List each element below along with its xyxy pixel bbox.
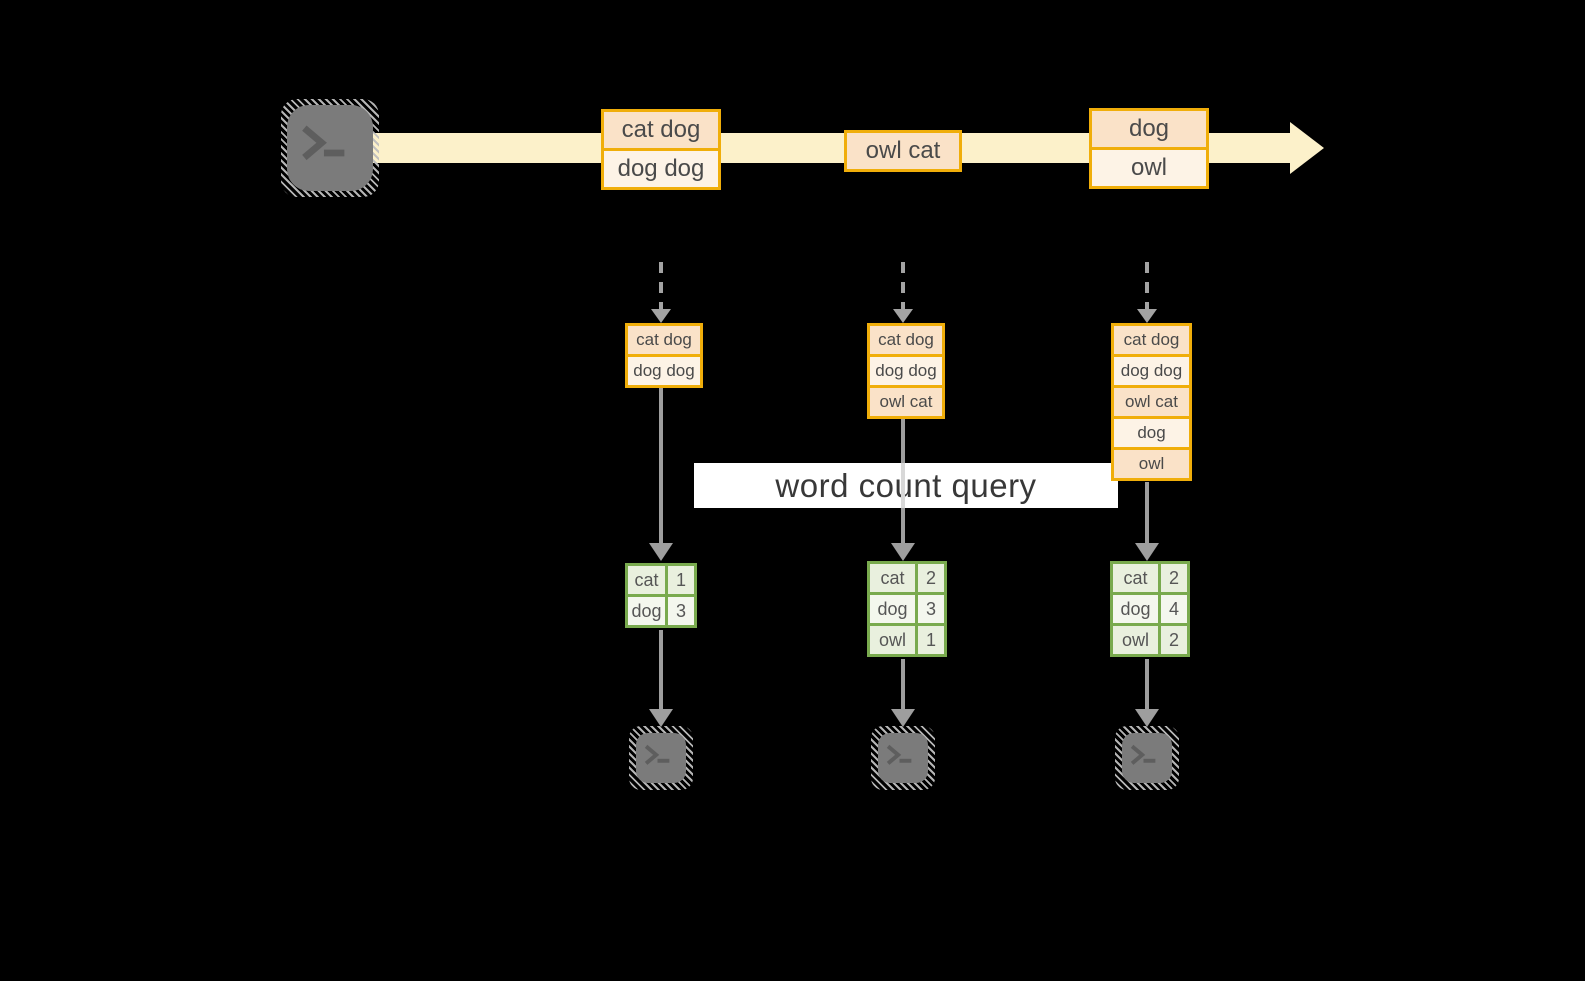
shell-prompt-icon	[644, 744, 670, 765]
dashed-arrow-consumer-2	[901, 262, 905, 309]
query-arrow-3	[1145, 482, 1149, 543]
buffer-row: dog dog	[870, 357, 942, 385]
query-arrow-2	[901, 419, 905, 463]
output-arrow-1	[659, 630, 663, 709]
terminal-screen	[287, 105, 373, 191]
count-word: cat	[870, 564, 915, 592]
count-value: 3	[668, 597, 694, 625]
count-value: 2	[1161, 564, 1187, 592]
count-value: 2	[1161, 626, 1187, 654]
count-value: 1	[668, 566, 694, 594]
consumer-1-buffer: cat dog dog dog	[625, 323, 703, 388]
query-arrow-2-over-label	[901, 463, 905, 508]
count-word: owl	[1113, 626, 1158, 654]
count-value: 4	[1161, 595, 1187, 623]
arrowhead-icon	[1135, 709, 1159, 727]
count-table-1: cat 1 dog 3	[625, 563, 697, 628]
consumer-terminal-icon-3	[1115, 726, 1179, 790]
message-row: dog dog	[604, 151, 718, 187]
dashed-arrowhead-icon	[893, 309, 913, 323]
stream-message-1: cat dog dog dog	[601, 109, 721, 190]
dashed-arrowhead-icon	[1137, 309, 1157, 323]
query-arrow-1	[659, 386, 663, 543]
message-row: cat dog	[604, 112, 718, 148]
query-arrow-2	[901, 508, 905, 543]
arrowhead-icon	[649, 543, 673, 561]
buffer-row: owl cat	[870, 388, 942, 416]
count-word: cat	[628, 566, 665, 594]
stream-message-2: owl cat	[844, 130, 962, 172]
message-row: dog	[1092, 111, 1206, 147]
query-label-box: word count query	[694, 463, 1118, 508]
query-label: word count query	[775, 466, 1037, 504]
buffer-row: cat dog	[870, 326, 942, 354]
count-value: 3	[918, 595, 944, 623]
consumer-terminal-icon-2	[871, 726, 935, 790]
buffer-row: dog	[1114, 419, 1189, 447]
buffer-row: owl	[1114, 450, 1189, 478]
consumer-3-buffer: cat dog dog dog owl cat dog owl	[1111, 323, 1192, 481]
buffer-row: dog dog	[1114, 357, 1189, 385]
count-word: owl	[870, 626, 915, 654]
consumer-terminal-icon-1	[629, 726, 693, 790]
consumer-2-buffer: cat dog dog dog owl cat	[867, 323, 945, 419]
arrowhead-icon	[891, 709, 915, 727]
count-table-2: cat 2 dog 3 owl 1	[867, 561, 947, 657]
count-word: cat	[1113, 564, 1158, 592]
buffer-row: owl cat	[1114, 388, 1189, 416]
buffer-row: dog dog	[628, 357, 700, 385]
output-arrow-2	[901, 659, 905, 709]
count-word: dog	[870, 595, 915, 623]
count-table-3: cat 2 dog 4 owl 2	[1110, 561, 1190, 657]
count-value: 1	[918, 626, 944, 654]
buffer-row: cat dog	[1114, 326, 1189, 354]
count-word: dog	[1113, 595, 1158, 623]
message-row: owl cat	[847, 133, 959, 169]
message-row: owl	[1092, 150, 1206, 186]
producer-terminal-icon	[281, 99, 379, 197]
arrowhead-icon	[1135, 543, 1159, 561]
buffer-row: cat dog	[628, 326, 700, 354]
shell-prompt-icon	[302, 125, 345, 160]
dashed-arrow-consumer-3	[1145, 262, 1149, 309]
stream-arrowhead-icon	[1290, 122, 1324, 174]
terminal-screen	[878, 733, 928, 783]
count-word: dog	[628, 597, 665, 625]
arrowhead-icon	[891, 543, 915, 561]
output-arrow-3	[1145, 659, 1149, 709]
terminal-screen	[636, 733, 686, 783]
shell-prompt-icon	[886, 744, 912, 765]
dashed-arrowhead-icon	[651, 309, 671, 323]
terminal-screen	[1122, 733, 1172, 783]
arrowhead-icon	[649, 709, 673, 727]
shell-prompt-icon	[1130, 744, 1156, 765]
stream-message-3: dog owl	[1089, 108, 1209, 189]
count-value: 2	[918, 564, 944, 592]
dashed-arrow-consumer-1	[659, 262, 663, 309]
